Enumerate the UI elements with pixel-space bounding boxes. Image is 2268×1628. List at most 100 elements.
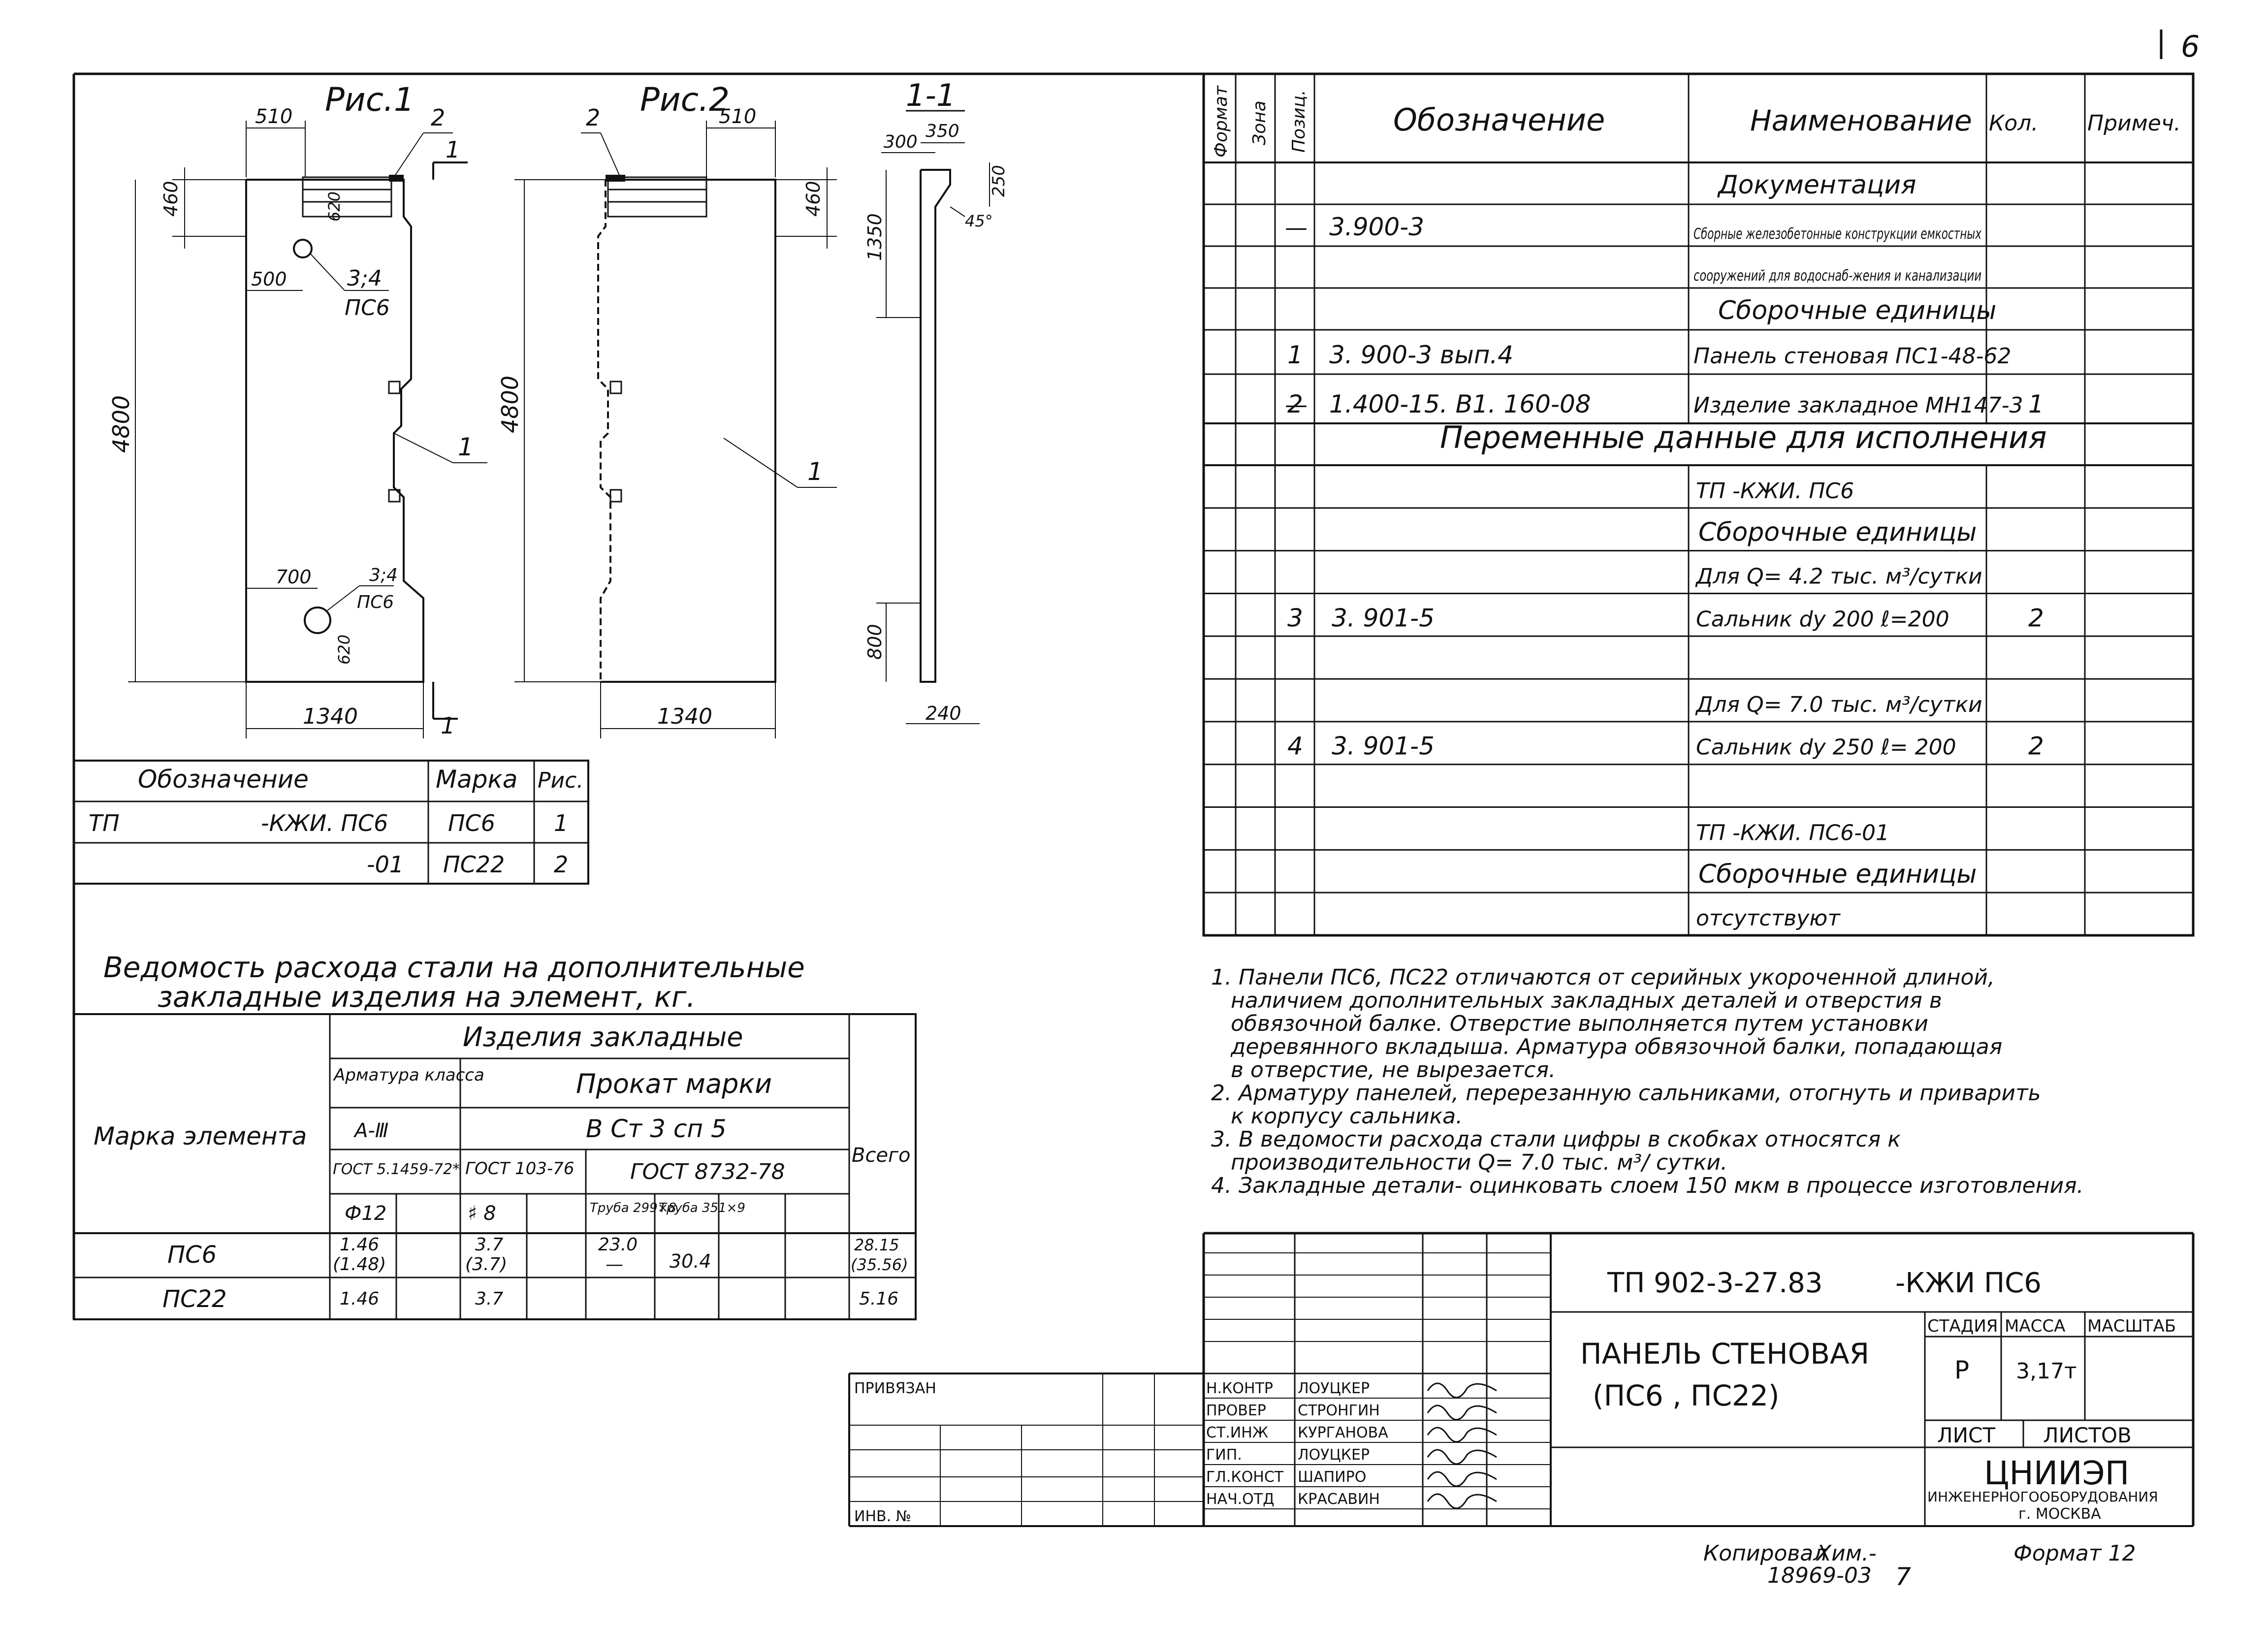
stamp-sheets-header: ЛИСТОВ <box>2043 1423 2132 1447</box>
spec-name: Сборные железобетонные конструкции емкос… <box>1693 225 1981 243</box>
footer-copied: Копировал <box>1703 1541 1827 1566</box>
binding-inv: ИНВ. № <box>854 1508 911 1525</box>
spec-designation: 3. 901-5 <box>1332 732 1435 761</box>
footer-copier: Хим.- <box>1816 1541 1877 1566</box>
footer-page: 7 <box>1895 1563 1911 1591</box>
spec-position: 1 <box>1287 341 1303 369</box>
stamp-role: НАЧ.ОТД <box>1206 1491 1275 1508</box>
spec-header-name: Наименование <box>1750 104 1972 137</box>
steel-row1-v3b: — <box>606 1254 623 1275</box>
binding-tied: ПРИВЯЗАН <box>854 1380 936 1397</box>
spec-row: Для Q= 4.2 тыс. м³/сутки <box>1204 564 2193 594</box>
note-line: 4. Закладные детали- оцинковать слоем 15… <box>1211 1173 2084 1198</box>
marks-header-mark: Марка <box>436 765 517 794</box>
fig1-dim-hole-x: 500 <box>251 268 287 290</box>
section-title: 1-1 <box>906 77 956 113</box>
stamp-title-2: (ПС6 , ПС22) <box>1593 1379 1780 1412</box>
spec-quantity: 2 <box>2028 604 2044 632</box>
section-dim-350: 350 <box>926 121 959 141</box>
steel-row2-mark: ПС22 <box>162 1285 227 1313</box>
steel-header-gost2: ГОСТ 103-76 <box>465 1159 574 1179</box>
figure-2: Рис.2 510 460 4800 1340 2 1 <box>497 81 837 738</box>
marks-header-designation: Обозначение <box>138 765 309 794</box>
note-line: деревянного вкладыша. Арматура обвязочно… <box>1230 1034 2002 1059</box>
fig1-dim-top-height: 460 <box>160 181 182 217</box>
spec-name: Сборочные единицы <box>1698 860 1977 889</box>
stamp-role: ГЛ.КОНСТ <box>1206 1468 1284 1486</box>
steel-row1-mark: ПС6 <box>167 1241 217 1269</box>
signature-scribble <box>1427 1427 1497 1443</box>
stamp-org-2: ИНЖЕНЕРНОГООБОРУДОВАНИЯ <box>1927 1489 2158 1505</box>
marks-row1-prefix: ТП <box>89 810 120 836</box>
marks-row2-fig: 2 <box>554 851 568 878</box>
spec-name: сооружений для водоснаб-жения и канализа… <box>1693 267 1981 285</box>
fig1-hole1-label-b: ПС6 <box>345 295 390 320</box>
fig2-callout-2: 2 <box>586 104 600 131</box>
stamp-code-2: -КЖИ ПС6 <box>1895 1267 2042 1299</box>
stamp-person-row: ГИП. ЛОУЦКЕР <box>1204 1446 1551 1465</box>
steel-row1-v4: 30.4 <box>670 1250 711 1272</box>
spec-header-qty: Кол. <box>1989 111 2038 136</box>
steel-row1-total: 28.15 <box>854 1236 899 1254</box>
steel-header-a3: А-Ⅲ <box>353 1119 388 1142</box>
section-dim-300: 300 <box>884 132 918 152</box>
stamp-code: ТП 902-3-27.83 <box>1607 1267 1822 1299</box>
spec-name: Сборочные единицы <box>1698 518 1977 547</box>
signature-scribble <box>1427 1405 1497 1421</box>
stamp-org-1: ЦНИИЭП <box>1984 1454 2129 1492</box>
steel-row1-totalb: (35.56) <box>851 1255 908 1274</box>
fig2-dim-top-width: 510 <box>719 105 756 128</box>
stamp-stage-header: СТАДИЯ <box>1927 1316 1998 1336</box>
spec-name: Для Q= 4.2 тыс. м³/сутки <box>1695 564 1982 589</box>
fig1-dim-low-x: 700 <box>276 566 312 588</box>
stamp-person-name: ЛОУЦКЕР <box>1298 1446 1370 1464</box>
steel-row2-v2: 3.7 <box>475 1289 503 1309</box>
spec-quantity: 1 <box>2028 390 2044 418</box>
stamp-org-3: г. МОСКВА <box>2018 1505 2101 1523</box>
spec-row: ТП -КЖИ. ПС6-01 <box>1204 820 2193 851</box>
spec-header-designation: Обозначение <box>1393 102 1605 138</box>
stamp-role: ПРОВЕР <box>1206 1402 1266 1419</box>
stamp-role: ГИП. <box>1206 1446 1242 1464</box>
steel-header-pipe2: Труба 351×9 <box>659 1201 745 1215</box>
stamp-person-row: ПРОВЕР СТРОНГИН <box>1204 1402 1551 1421</box>
spec-position: 3 <box>1287 604 1303 632</box>
steel-header-gost1: ГОСТ 5.1459-72* <box>333 1161 460 1178</box>
steel-row2-v1: 1.46 <box>340 1289 379 1309</box>
signature-scribble <box>1427 1493 1497 1509</box>
figure-1: Рис.1 510 460 620 500 4800 700 620 <box>108 81 487 739</box>
stamp-person-name: СТРОНГИН <box>1298 1402 1380 1419</box>
spec-row: отсутствуют <box>1696 906 1841 931</box>
spec-row: сооружений для водоснаб-жения и канализа… <box>1204 267 2193 289</box>
stamp-scale-header: МАСШТАБ <box>2087 1316 2176 1336</box>
spec-quantity: 2 <box>2028 732 2044 761</box>
fig2-dim-top-height: 460 <box>802 181 824 217</box>
marks-row1-code: -КЖИ. ПС6 <box>261 810 388 836</box>
note-line: 3. В ведомости расхода стали цифры в ско… <box>1211 1127 1901 1152</box>
fig2-title: Рис.2 <box>640 81 730 119</box>
steel-header-rolled: Прокат марки <box>576 1068 772 1099</box>
spec-designation: 3. 900-3 вып.4 <box>1329 341 1513 369</box>
fig1-title: Рис.1 <box>325 81 415 119</box>
steel-table: Ведомость расхода стали на дополнительны… <box>73 951 917 1320</box>
stamp-role: СТ.ИНЖ <box>1206 1424 1268 1441</box>
spec-designation: 1.400-15. В1. 160-08 <box>1329 390 1591 418</box>
spec-designation: 3.900-3 <box>1329 213 1424 241</box>
fig1-section-mark-2: 1 <box>441 712 455 739</box>
spec-name: Для Q= 7.0 тыс. м³/сутки <box>1695 692 1982 717</box>
steel-title-1: Ведомость расхода стали на дополнительны… <box>103 951 805 984</box>
stamp-person-name: ЛОУЦКЕР <box>1298 1380 1370 1397</box>
note-line: 2. Арматуру панелей, перерезанную сальни… <box>1211 1081 2041 1106</box>
notes: 1. Панели ПС6, ПС22 отличаются от серийн… <box>1211 965 2084 1198</box>
note-line: производительности Q= 7.0 тыс. м³/ сутки… <box>1231 1150 1727 1175</box>
marks-row2-code: -01 <box>367 851 404 878</box>
signature-scribble <box>1427 1382 1497 1399</box>
steel-row2-total: 5.16 <box>859 1289 898 1309</box>
spec-name: Изделие закладное МН147-3 <box>1693 393 2023 418</box>
